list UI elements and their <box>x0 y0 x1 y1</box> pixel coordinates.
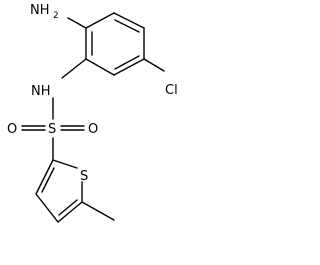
bond-c5-c4 <box>57 201 83 223</box>
bond-c2-s1 <box>52 159 78 169</box>
benzene-ring <box>85 12 145 76</box>
bond-c5-c6 <box>85 58 115 76</box>
oxygen-right-label: O <box>88 122 98 137</box>
bond-c1-c2 <box>85 12 115 29</box>
bond-c4-cl <box>143 58 165 72</box>
double-bond-c2-c3 <box>114 19 140 33</box>
chemical-structure-diagram: NH 2 Cl NH S O O S <box>7 3 178 223</box>
amine-nh-label: NH <box>30 3 50 18</box>
sulfonyl-s-label: S <box>48 122 56 137</box>
bond-c6-nh <box>61 58 87 79</box>
double-bond-c4-c5 <box>58 199 78 216</box>
thiophene-s-label: S <box>80 169 88 184</box>
double-bond-c4-c5 <box>114 55 140 70</box>
bond-c3-c2 <box>35 159 54 195</box>
sulfonamide-nh-label: NH <box>31 84 51 99</box>
bond-c4-c5 <box>113 58 145 76</box>
bond-c5-methyl <box>81 201 115 221</box>
bond-c4-c3 <box>35 193 59 223</box>
oxygen-left-label: O <box>7 122 17 137</box>
chlorine-label: Cl <box>165 83 178 98</box>
bond-c2-c3 <box>113 12 145 29</box>
bond-c1-nh2 <box>67 17 87 29</box>
thiophene-ring <box>35 159 83 223</box>
amine-subscript-label: 2 <box>53 11 59 21</box>
double-bond-c2-c3 <box>41 167 55 193</box>
